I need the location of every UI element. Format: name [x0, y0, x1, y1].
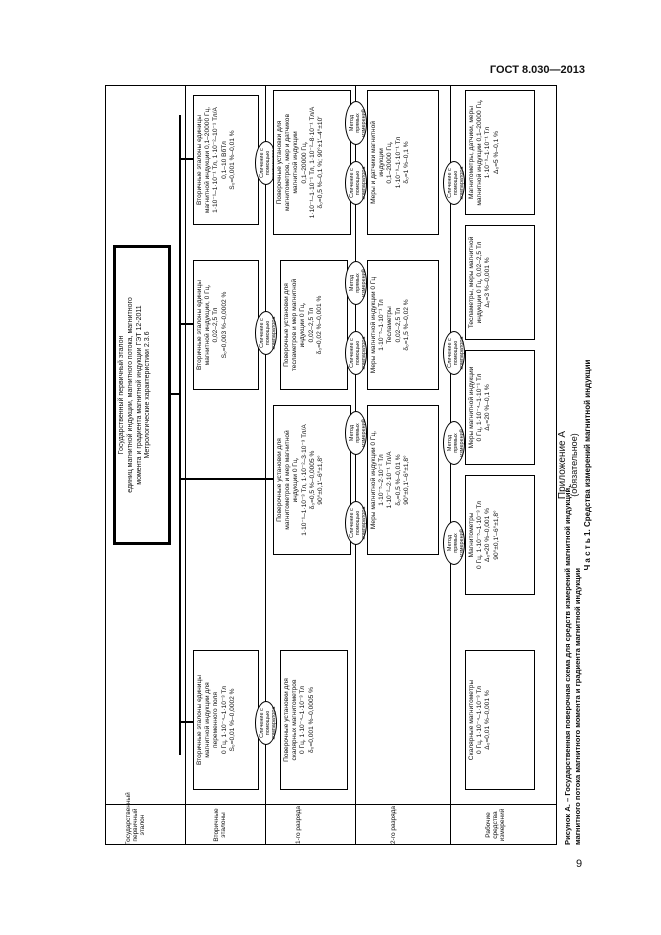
- working-box-3: Меры магнитной индукции 0 Гц, 1·10⁻⁴–1·1…: [465, 350, 535, 465]
- level-secondary: Вторичные эталоны: [213, 808, 228, 842]
- direct-measurement-oval: Метод прямых измерений: [345, 411, 367, 455]
- secondary-box-2: Вторичные эталоны единицы магнитной инду…: [193, 260, 259, 390]
- rank2-box-3: Меры и датчики магнитной индукции 0,1–20…: [367, 90, 439, 235]
- direct-measurement-oval: Метод прямых измерений: [443, 521, 465, 565]
- direct-measurement-oval: Метод прямых измерений: [345, 261, 367, 305]
- divider-1: [185, 85, 186, 845]
- wire: [180, 478, 273, 480]
- working-box-4: Тесламетры, меры магнитной индукции 0 Гц…: [465, 225, 535, 340]
- secondary-box-1: Вторичные эталоны единицы магнитной инду…: [193, 650, 259, 790]
- page-number: 9: [576, 858, 583, 870]
- verification-scheme: Приложение А (обязательное) Ч а с т ь 1.…: [105, 85, 615, 845]
- rank2-box-2: Меры магнитной индукции 0 Гц 1·10⁻⁵–1·10…: [367, 260, 439, 390]
- rank2-box-1: Меры магнитной индукции 0 Гц, 1·10⁻⁵–2·1…: [367, 405, 439, 555]
- trunk-line: [179, 115, 181, 755]
- level-rank1: 1-го разряда: [295, 805, 302, 845]
- secondary-box-3: Вторичные эталоны единицы магнитной инду…: [193, 95, 259, 225]
- trunk-stem: [171, 393, 179, 395]
- rank1-box-3: Поверочные установки для тесламетров и м…: [280, 260, 348, 390]
- direct-measurement-oval: Метод прямых измерений: [345, 101, 367, 145]
- rank1-box-2: Поверочные установки для магнитометров и…: [273, 405, 351, 555]
- level-rank2: 2-го разряда: [390, 805, 397, 845]
- wire: [180, 323, 193, 325]
- wire: [180, 158, 193, 160]
- level-working: Рабочие средства измерений: [485, 808, 507, 842]
- comparator-oval: Сличение с помощью компаратора: [345, 501, 367, 545]
- appendix-part: Ч а с т ь 1. Средства измерений магнитно…: [583, 359, 592, 571]
- comparator-oval: Сличение с помощью компаратора: [345, 161, 367, 205]
- wire: [180, 721, 193, 723]
- figure-caption: Рисунок А. – Государственная поверочная …: [563, 485, 582, 845]
- working-box-1: Скалярные магнитометры 0 Гц, 1·10⁻⁴–1·10…: [465, 650, 535, 790]
- comparator-oval: Сличение с помощью компаратора: [255, 311, 277, 355]
- direct-measurement-oval: Метод прямых измерений: [443, 421, 465, 465]
- rank1-box-4: Поверочные установки для магнитометров, …: [273, 90, 351, 235]
- comparator-oval: Сличение с помощью компаратора: [443, 161, 465, 205]
- level-primary: Государственный первичный эталон: [125, 792, 147, 845]
- comparator-oval: Сличение с помощью компаратора: [345, 331, 367, 375]
- comparator-oval: Сличение с помощью компаратора: [255, 701, 277, 745]
- primary-etalon-box: Государственный первичный эталон единиц …: [113, 245, 171, 545]
- rank1-box-1: Поверочные установки для скалярных магни…: [280, 650, 348, 790]
- working-box-5: Магнитометры, датчики, меры магнитной ин…: [465, 90, 535, 215]
- document-header: ГОСТ 8.030—2013: [489, 64, 585, 76]
- comparator-oval: Сличение с помощью компаратора: [443, 331, 465, 375]
- working-box-2: Магнитометры 0 Гц, 1·10⁻⁵–1·10⁻³ Тл Δ₀=2…: [465, 475, 535, 595]
